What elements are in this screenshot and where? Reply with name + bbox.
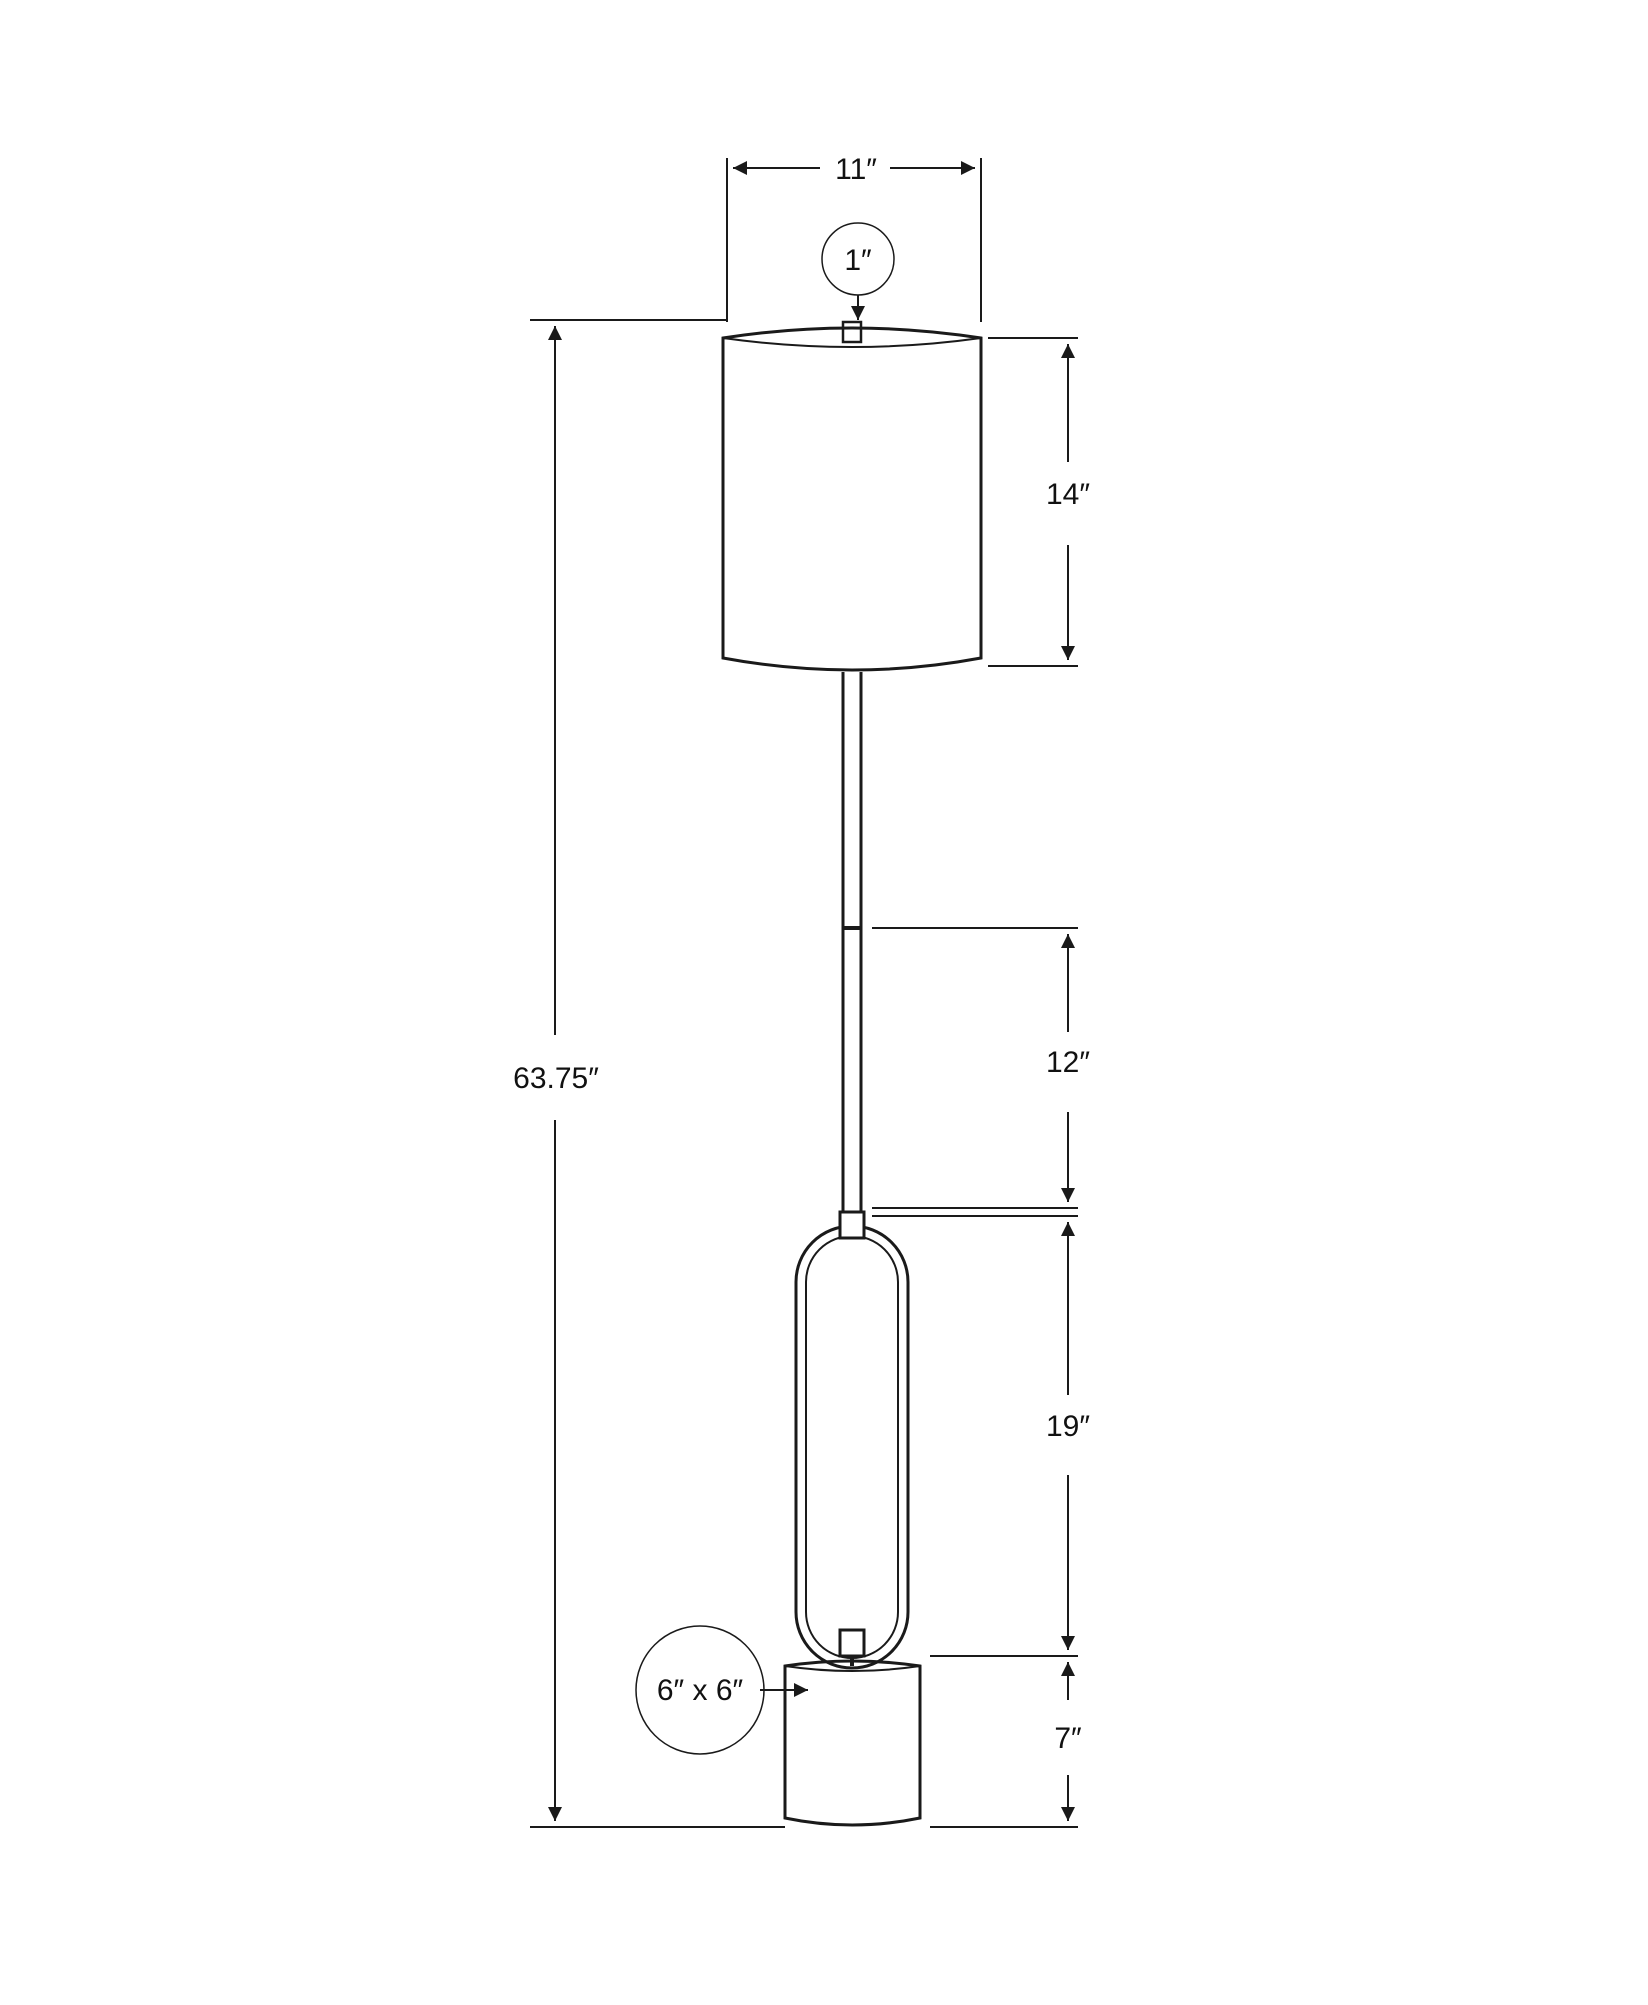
lamp-shade xyxy=(721,326,983,672)
finial-label: 1″ xyxy=(844,244,872,277)
lamp-loop-outer xyxy=(794,1224,910,1670)
upper-pole-label: 12″ xyxy=(1046,1046,1090,1079)
lamp-loop-inner xyxy=(805,1235,899,1659)
dimension-lines xyxy=(530,158,1078,1828)
base-footprint-label: 6″ x 6″ xyxy=(657,1674,744,1707)
lamp-finial xyxy=(841,320,863,344)
lamp-base-top-ellipse xyxy=(784,1665,921,1672)
lamp-drawing xyxy=(721,320,983,1827)
lamp-lower-connector xyxy=(838,1628,866,1658)
shade-height-label: 14″ xyxy=(1046,478,1090,511)
lamp-base xyxy=(783,1659,922,1827)
lamp-upper-connector xyxy=(838,1210,866,1240)
base-height-label: 7″ xyxy=(1054,1722,1082,1755)
dimension-labels: 11″ 1″ 14″ 63.75″ 12″ 19″ 6″ x 6″ 7″ xyxy=(513,153,1090,1755)
shade-width-label: 11″ xyxy=(835,153,877,186)
lamp-shade-rim xyxy=(722,337,982,348)
overall-height-label: 63.75″ xyxy=(513,1062,599,1095)
loop-label: 19″ xyxy=(1046,1410,1090,1443)
